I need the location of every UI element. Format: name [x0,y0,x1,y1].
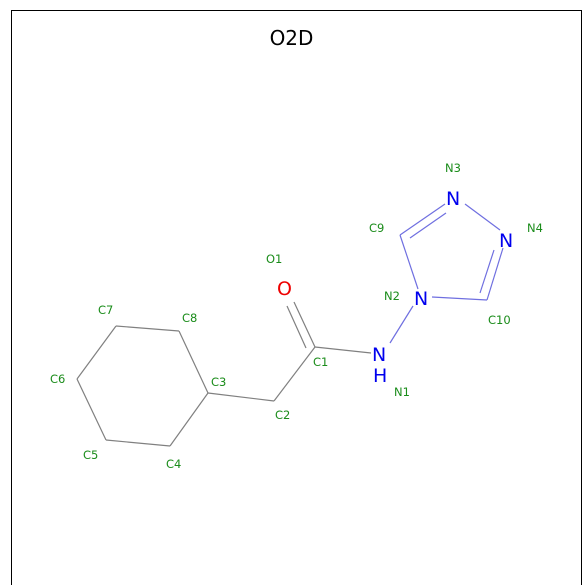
label-n1: N1 [394,385,410,399]
bond-c5-c4 [105,439,171,447]
atom-nitrogen-amide: N [372,344,386,366]
bond-c8-c7 [115,325,180,332]
label-c10: C10 [488,313,511,327]
label-c7: C7 [98,303,113,317]
bond-n4-c10 [486,247,504,301]
bond-n2-c9 [399,234,419,290]
bond-c3-c8 [178,330,209,394]
bond-c9-n3 [399,203,446,236]
label-n4: N4 [527,221,543,235]
bond-n4-c10-inner [479,249,495,294]
atom-oxygen: O [277,278,292,300]
bond-c3-c2 [207,392,275,402]
atom-hydrogen-amide: H [373,365,387,387]
bond-c7-c6 [76,325,117,380]
bond-n1-n2 [389,305,414,344]
structure-title: O2D [269,26,314,50]
label-c9: C9 [369,221,384,235]
label-c3: C3 [211,375,226,389]
bond-n3-n4 [464,203,501,231]
diagram-frame [11,10,582,585]
atom-nitrogen-n2: N [414,288,428,310]
atom-nitrogen-n4: N [499,230,513,252]
label-n3: N3 [445,161,461,175]
label-n2: N2 [384,289,400,303]
bond-c10-n2 [431,296,488,301]
bond-c2-c1 [273,346,316,402]
bond-c1-o1-b [286,305,307,349]
atom-nitrogen-n3: N [446,188,460,210]
bond-c6-c5 [76,378,107,441]
bond-c1-o1-a [293,301,316,348]
label-c4: C4 [166,457,181,471]
label-c1: C1 [313,355,328,369]
bond-c4-c3 [169,392,209,447]
label-c6: C6 [50,372,65,386]
label-c8: C8 [182,311,197,325]
label-o1: O1 [266,252,282,266]
bond-c1-n1 [314,346,372,354]
label-c5: C5 [83,448,98,462]
bond-c9-n3-inner [409,212,447,239]
label-c2: C2 [275,408,290,422]
